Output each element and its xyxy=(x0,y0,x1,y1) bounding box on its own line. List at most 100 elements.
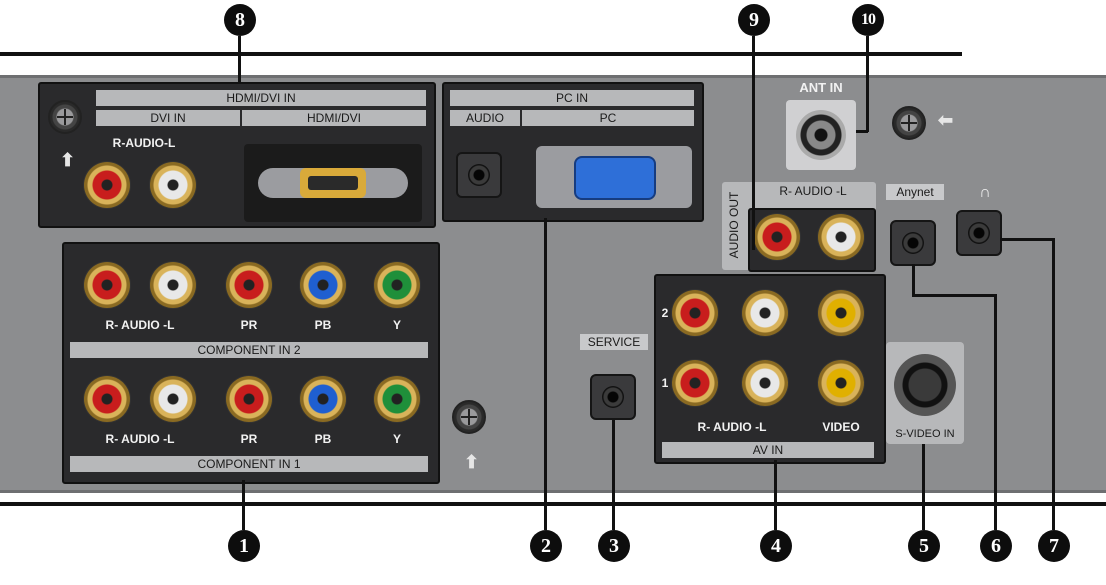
up-arrow-icon: ⬆ xyxy=(60,150,76,170)
comp2-audio-l-jack[interactable] xyxy=(150,262,196,308)
leader-line-7 xyxy=(1052,238,1055,530)
av1-audio-l-jack[interactable] xyxy=(742,360,788,406)
callout-5: 5 xyxy=(908,530,940,562)
av-row-2-label: 2 xyxy=(661,306,669,320)
screw-icon xyxy=(48,100,82,134)
ant-in-port[interactable] xyxy=(786,100,856,170)
leader-line-3 xyxy=(612,420,615,530)
svideo-port[interactable] xyxy=(894,354,956,416)
comp1-pr-label: PR xyxy=(240,432,258,446)
callout-6: 6 xyxy=(980,530,1012,562)
hdmi-dvi-label: HDMI/DVI xyxy=(242,110,426,126)
comp1-audio-l-jack[interactable] xyxy=(150,376,196,422)
leader-line-6 xyxy=(912,264,915,296)
headphone-icon: ∩ xyxy=(979,184,991,201)
service-jack[interactable] xyxy=(590,374,636,420)
comp2-y-jack[interactable] xyxy=(374,262,420,308)
audio-label: - AUDIO - xyxy=(787,184,840,198)
bottom-rule xyxy=(0,502,1106,506)
pc-audio-label: AUDIO xyxy=(450,110,520,126)
leader-line-6-h xyxy=(912,294,996,297)
av-video-label: VIDEO xyxy=(822,420,860,434)
comp2-audio-label: R- AUDIO -L xyxy=(84,318,196,332)
component-in-2-title: COMPONENT IN 2 xyxy=(70,342,428,358)
audio-label: - AUDIO - xyxy=(114,432,168,446)
leader-line-6-v xyxy=(994,294,997,530)
comp2-y-label: Y xyxy=(392,318,401,332)
comp2-pb-jack[interactable] xyxy=(300,262,346,308)
av2-video-jack[interactable] xyxy=(818,290,864,336)
audio-out-r-jack[interactable] xyxy=(754,214,800,260)
comp2-pb-label: PB xyxy=(314,318,332,332)
comp1-y-label: Y xyxy=(392,432,401,446)
av1-audio-r-jack[interactable] xyxy=(672,360,718,406)
top-rule xyxy=(0,52,962,56)
leader-line-7-h xyxy=(1000,238,1054,241)
callout-4: 4 xyxy=(760,530,792,562)
callout-1: 1 xyxy=(228,530,260,562)
hdmi-dvi-title: HDMI/DVI IN xyxy=(96,90,426,106)
dvi-audio-r-jack[interactable] xyxy=(84,162,130,208)
leader-line-10 xyxy=(866,36,869,132)
l-label: L xyxy=(167,432,175,446)
l-label: L xyxy=(168,136,176,150)
screw-icon xyxy=(892,106,926,140)
svideo-label: S-VIDEO IN xyxy=(895,428,955,440)
av2-audio-r-jack[interactable] xyxy=(672,290,718,336)
av1-video-jack[interactable] xyxy=(818,360,864,406)
audio-out-l-jack[interactable] xyxy=(818,214,864,260)
comp1-pb-jack[interactable] xyxy=(300,376,346,422)
comp2-pr-label: PR xyxy=(240,318,258,332)
leader-line-2 xyxy=(544,218,547,530)
leader-line-10-h xyxy=(856,130,868,133)
av-audio-label: R- AUDIO -L xyxy=(676,420,788,434)
up-arrow-icon: ⬆ xyxy=(464,452,480,472)
screw-icon xyxy=(452,400,486,434)
comp2-audio-r-jack[interactable] xyxy=(84,262,130,308)
r-label: R xyxy=(112,136,122,150)
comp1-pr-jack[interactable] xyxy=(226,376,272,422)
hdmi-audio-label: R-AUDIO-L xyxy=(96,136,192,150)
l-label: L xyxy=(759,420,767,434)
audio-label: - AUDIO - xyxy=(706,420,760,434)
r-label: R xyxy=(779,184,788,198)
callout-7: 7 xyxy=(1038,530,1070,562)
r-label: R xyxy=(105,318,115,332)
callout-10: 10 xyxy=(852,4,884,36)
l-label: L xyxy=(840,184,847,198)
comp1-y-jack[interactable] xyxy=(374,376,420,422)
headphone-jack[interactable] xyxy=(956,210,1002,256)
av-row-1-label: 1 xyxy=(661,376,669,390)
pc-label: PC xyxy=(522,110,694,126)
av-in-title: AV IN xyxy=(662,442,874,458)
anynet-label: Anynet xyxy=(886,184,944,200)
r-label: R xyxy=(105,432,115,446)
r-label: R xyxy=(697,420,707,434)
audio-out-audio-label: R- AUDIO -L xyxy=(754,184,872,198)
comp1-audio-label: R- AUDIO -L xyxy=(84,432,196,446)
left-arrow-icon: ⬅ xyxy=(938,110,954,130)
comp1-pb-label: PB xyxy=(314,432,332,446)
audio-out-vertical-label: AUDIO OUT xyxy=(727,191,741,259)
pc-audio-jack[interactable] xyxy=(456,152,502,198)
dvi-audio-l-jack[interactable] xyxy=(150,162,196,208)
leader-line-9 xyxy=(752,36,755,250)
av2-audio-l-jack[interactable] xyxy=(742,290,788,336)
leader-line-4 xyxy=(774,460,777,530)
leader-line-8 xyxy=(238,36,241,82)
callout-2: 2 xyxy=(530,530,562,562)
comp2-pr-jack[interactable] xyxy=(226,262,272,308)
comp1-audio-r-jack[interactable] xyxy=(84,376,130,422)
leader-line-5 xyxy=(922,444,925,530)
callout-3: 3 xyxy=(598,530,630,562)
hdmi-port[interactable] xyxy=(244,144,422,222)
leader-line-1 xyxy=(242,480,245,530)
l-label: L xyxy=(167,318,175,332)
dvi-in-label: DVI IN xyxy=(96,110,240,126)
vga-port[interactable] xyxy=(536,146,692,208)
anynet-jack[interactable] xyxy=(890,220,936,266)
callout-8: 8 xyxy=(224,4,256,36)
service-label: SERVICE xyxy=(580,334,648,350)
ant-in-label: ANT IN xyxy=(799,80,843,95)
audio-label: -AUDIO- xyxy=(121,136,168,150)
